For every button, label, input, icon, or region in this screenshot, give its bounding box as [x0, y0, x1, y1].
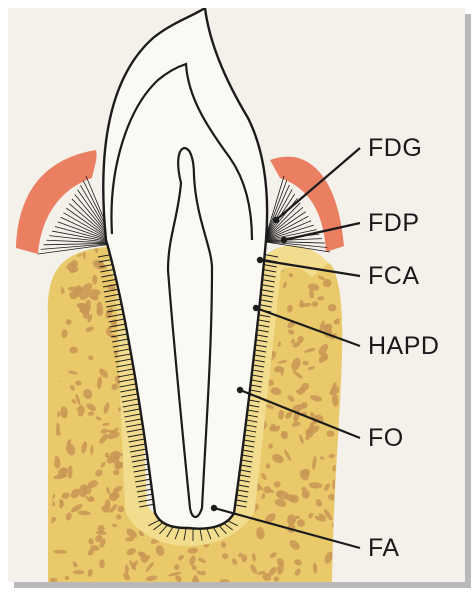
gingiva-papilla [304, 180, 312, 188]
tooth-periodontium-diagram: FDG FDP FCA HAPD FO FA [8, 8, 465, 582]
dot-hapd [253, 305, 259, 311]
dot-fdg [273, 217, 279, 223]
dot-fa [211, 505, 217, 511]
gingiva-papilla [36, 210, 44, 218]
label-fa: FA [368, 534, 400, 562]
gingiva-papilla [54, 180, 62, 188]
leader-fdp [284, 223, 360, 240]
dot-fo [237, 387, 243, 393]
gingiva-papilla [290, 170, 298, 178]
gingiva-papilla [66, 170, 74, 178]
bone-spot [88, 289, 100, 296]
dot-fca [257, 257, 263, 263]
bone-spot [51, 252, 64, 265]
gingiva-papilla [78, 164, 86, 172]
dot-fdp [281, 237, 287, 243]
bone-spot [281, 431, 288, 436]
bone-spot [335, 250, 340, 255]
label-fdp: FDP [368, 209, 420, 237]
gingiva-papilla [316, 194, 324, 202]
label-hapd: HAPD [368, 332, 439, 360]
gingiva-papilla [324, 210, 332, 218]
label-fdg: FDG [368, 134, 422, 162]
gingiva-papilla [44, 194, 52, 202]
bone-spot [99, 559, 105, 568]
label-fo: FO [368, 424, 404, 452]
diagram-photo: FDG FDP FCA HAPD FO FA [8, 8, 465, 582]
label-fca: FCA [368, 262, 420, 290]
fiber-line [266, 203, 300, 238]
